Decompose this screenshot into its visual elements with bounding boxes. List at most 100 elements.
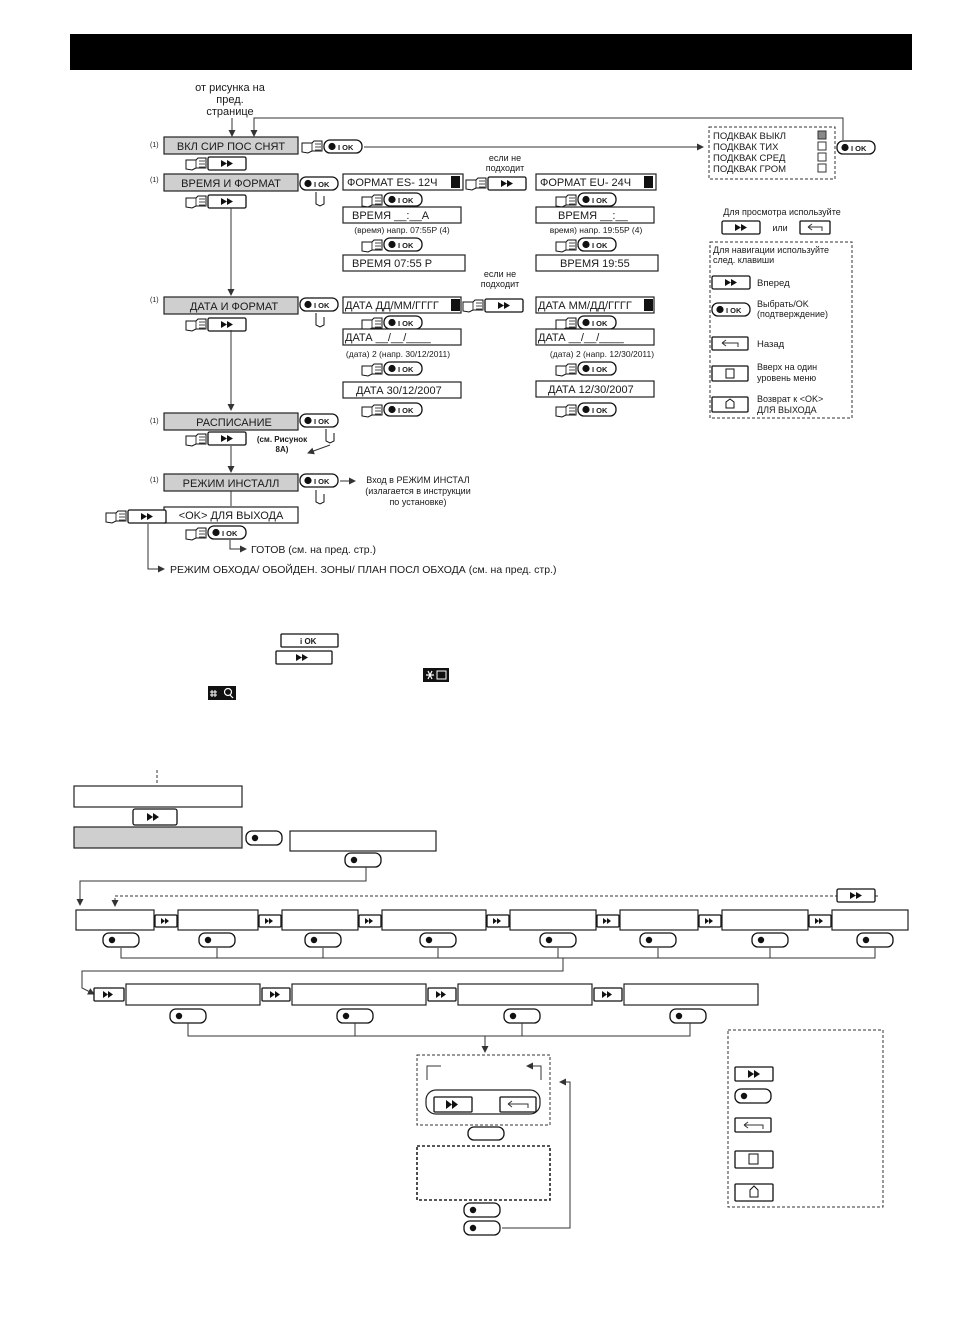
legend-title-line2: след. клавиши: [713, 255, 774, 265]
ok-key-icon: [383, 361, 423, 376]
ok-key-icon: [467, 1126, 505, 1141]
legend-box: [709, 241, 853, 419]
legend-up-line1: Вверх на один: [757, 362, 817, 372]
menu-schedule-label: РАСПИСАНИЕ: [196, 417, 272, 429]
ok-key-icon: [711, 302, 751, 317]
ok-key-icon: [836, 140, 876, 155]
menu-schedule[interactable]: [163, 412, 299, 431]
hand-icon: [185, 527, 207, 541]
date-entry-mm[interactable]: [535, 328, 655, 346]
ok-key-icon: [577, 361, 617, 376]
ok-key-icon: [383, 402, 423, 417]
note-mark: (1): [150, 418, 159, 425]
time-entry-es[interactable]: [342, 206, 462, 224]
ok-key-icon: [336, 1008, 374, 1024]
squawk-medium[interactable]: ПОДКВАК СРЕД: [713, 153, 786, 164]
option-row-2: [93, 983, 759, 1006]
date-entry-dd[interactable]: [342, 328, 462, 346]
date-example-dd: (дата) 2 (напр. 30/12/2011): [346, 349, 450, 359]
hand-icon: [465, 177, 487, 191]
if-not-line1: если не: [489, 153, 521, 163]
legend-back: Назад: [757, 339, 785, 350]
finger-icon: [315, 490, 325, 505]
ok-key-icon: [207, 525, 247, 540]
menu-exit-label: <OK> ДЛЯ ВЫХОДА: [179, 510, 284, 522]
ok-key-icon: [245, 830, 283, 846]
home-key-icon: [711, 396, 749, 413]
ok-key-icon: [299, 473, 339, 488]
up-key-icon: [734, 1150, 774, 1169]
squawk-quiet[interactable]: ПОДКВАК ТИХ: [713, 142, 779, 153]
date-result-mm-label: ДАТА 12/30/2007: [548, 384, 634, 396]
time-format-es-label: ФОРМАТ ES- 12Ч: [347, 177, 438, 189]
bottom-options-box: [416, 1054, 551, 1126]
ok-key-icon: [323, 139, 363, 154]
legend-home-line1: Возврат к <OK>: [757, 394, 823, 404]
bottom-menu-box: [289, 830, 437, 852]
legend-up-line2: уровень меню: [757, 373, 816, 383]
up-key-icon: [711, 365, 749, 382]
forward-key-icon: [207, 317, 247, 332]
time-example-es: (время) напр. 07:55P (4): [354, 225, 450, 235]
hand-icon: [555, 317, 577, 331]
time-result-es: [342, 254, 466, 272]
hand-icon: [361, 317, 383, 331]
finger-icon: [325, 429, 335, 444]
menu-siren-label: ВКЛ СИР ПОС СНЯТ: [177, 141, 286, 153]
ok-key-icon: [280, 633, 339, 648]
checkbox-icon: [817, 130, 827, 140]
date-format-mm-label: ДАТА ММ/ДД/ГГГГ: [538, 300, 632, 312]
bottom-menu-box: [73, 785, 243, 808]
menu-date-format[interactable]: [163, 296, 299, 315]
legend-ok-line2: (подтверждение): [757, 309, 828, 319]
ok-key-icon: [299, 176, 339, 191]
ok-key-icon: [734, 1088, 772, 1104]
page-header-banner: [70, 34, 912, 70]
hand-icon: [361, 194, 383, 208]
menu-time-format[interactable]: [163, 173, 299, 192]
forward-key-icon: [207, 431, 247, 446]
ok-key-icon: [577, 192, 617, 207]
ok-key-icon: [503, 1008, 541, 1024]
time-format-es[interactable]: [342, 173, 464, 191]
forward-key-icon: [484, 298, 524, 313]
squawk-off[interactable]: ПОДКВАК ВЫКЛ: [713, 131, 786, 142]
ok-key-icon: [383, 192, 423, 207]
date-result-mm: [535, 380, 655, 398]
view-hint-or: или: [772, 223, 787, 233]
view-hint: Для просмотра используйте: [723, 207, 840, 217]
date-format-dd[interactable]: [342, 296, 462, 314]
squawk-loud[interactable]: ПОДКВАК ГРОМ: [713, 164, 786, 175]
ok-key-icon: [299, 297, 339, 312]
ok-key-icon: [383, 315, 423, 330]
ready-note: ГОТОВ (см. на пред. стр.): [251, 544, 376, 556]
ok-key-icon: [577, 237, 617, 252]
forward-key-icon: [721, 220, 761, 235]
forward-key-icon: [836, 888, 876, 903]
menu-installer-label: РЕЖИМ ИНСТАЛЛ: [183, 478, 280, 490]
checkbox-icon: [817, 152, 827, 162]
home-key-icon: [734, 1183, 774, 1202]
legend-forward: Вперед: [757, 278, 790, 289]
checkbox-icon: [817, 141, 827, 151]
ok-key-icon: [169, 1008, 207, 1024]
date-entry-mm-label: ДАТА __/__/____: [538, 332, 625, 344]
note-mark: (1): [150, 142, 159, 149]
menu-siren[interactable]: [163, 136, 299, 155]
note-mark: (1): [150, 297, 159, 304]
ok-key-icon: [856, 932, 894, 948]
time-format-eu[interactable]: [535, 173, 657, 191]
schedule-ref-line2: 8A): [276, 445, 289, 454]
ok-key-icon: [577, 315, 617, 330]
from-prev-line2: пред.: [216, 94, 243, 106]
ok-key-icon: [383, 237, 423, 252]
ok-key-icon: [577, 402, 617, 417]
date-format-mm[interactable]: [535, 296, 655, 314]
ok-key-icon: [102, 932, 140, 948]
finger-icon: [315, 313, 325, 328]
time-entry-eu[interactable]: [535, 206, 655, 224]
date-example-mm: (дата) 2 (напр. 12/30/2011): [550, 349, 654, 359]
if-not-line2: подходит: [481, 279, 520, 289]
time-result-eu-label: ВРЕМЯ 19:55: [560, 258, 630, 270]
